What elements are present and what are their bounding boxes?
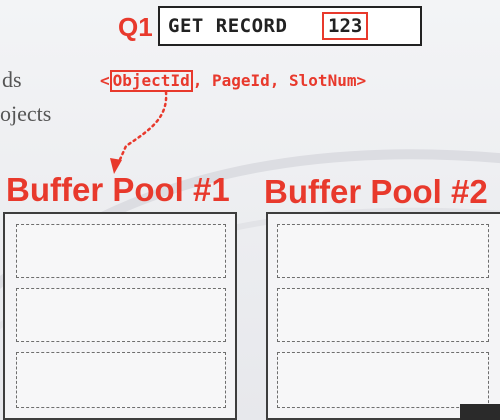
bullet-text-fragment: ojects — [0, 101, 52, 126]
record-id-tuple: <ObjectId, PageId, SlotNum> — [100, 70, 366, 92]
buffer-pool-title: Buffer Pool #1 — [6, 171, 230, 208]
buffer-frame — [16, 352, 226, 408]
buffer-frame — [277, 352, 489, 408]
buffer-pool-title: Buffer Pool #2 — [264, 173, 488, 210]
record-id-box: 123 — [322, 12, 369, 40]
buffer-frame — [277, 288, 489, 342]
buffer-pool-1 — [3, 212, 237, 420]
query-command-box: GET RECORD 123 — [158, 6, 422, 46]
object-id-box: ObjectId — [109, 70, 193, 92]
tuple-open-bracket: < — [100, 71, 110, 90]
buffer-frame — [16, 288, 226, 342]
buffer-frame — [277, 224, 489, 278]
tuple-rest: , PageId, SlotNum> — [192, 71, 367, 90]
buffer-frame — [16, 224, 226, 278]
bullet-text-fragment: ds — [2, 67, 22, 92]
query-command: GET RECORD — [168, 15, 288, 37]
video-overlay-edge — [460, 404, 500, 420]
buffer-pool-2 — [266, 212, 500, 420]
query-label: Q1 — [118, 12, 153, 42]
